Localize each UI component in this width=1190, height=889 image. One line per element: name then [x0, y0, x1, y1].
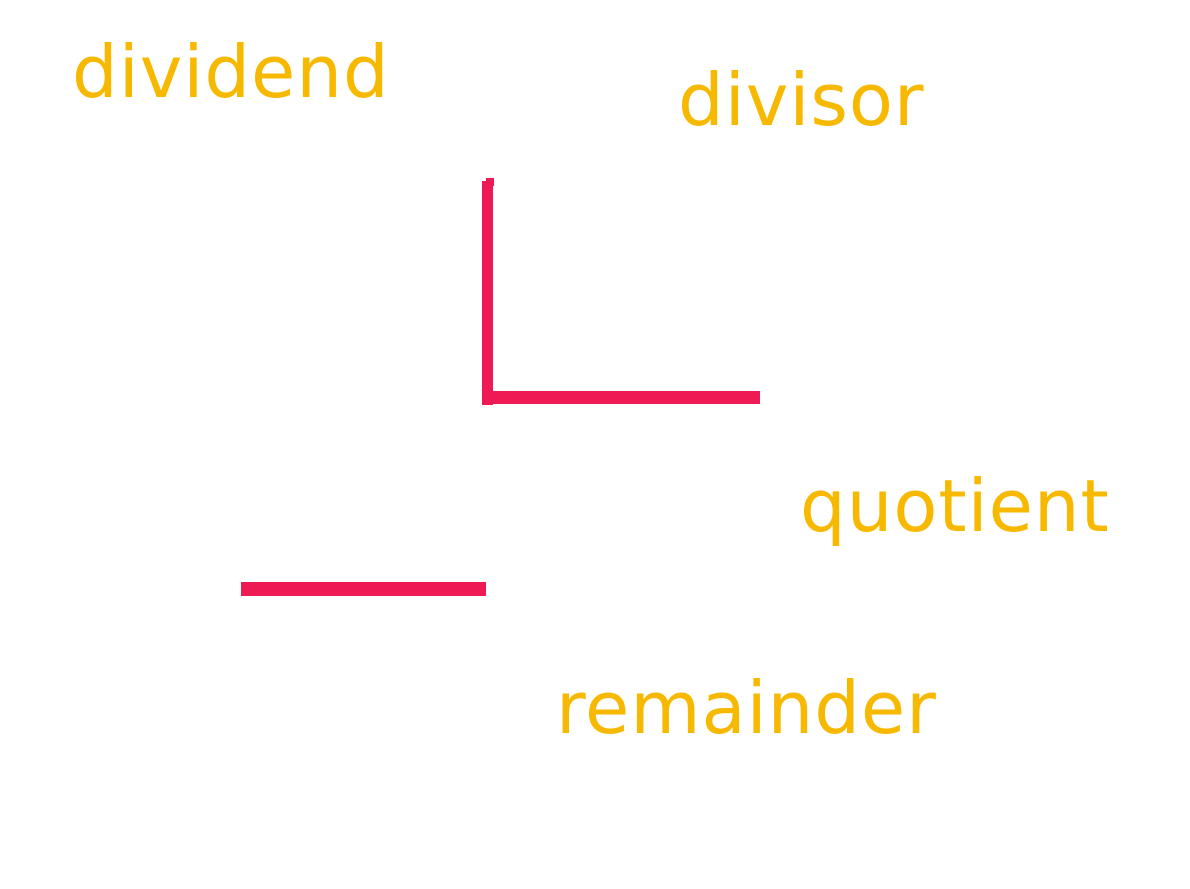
division-bracket-vertical-line: [482, 181, 493, 405]
remainder-label: remainder: [556, 666, 937, 750]
dividend-label: dividend: [72, 30, 390, 114]
division-bracket-horizontal-line: [482, 391, 760, 404]
quotient-label: quotient: [800, 464, 1110, 548]
divisor-label: divisor: [678, 58, 925, 142]
subtraction-line: [241, 582, 486, 596]
